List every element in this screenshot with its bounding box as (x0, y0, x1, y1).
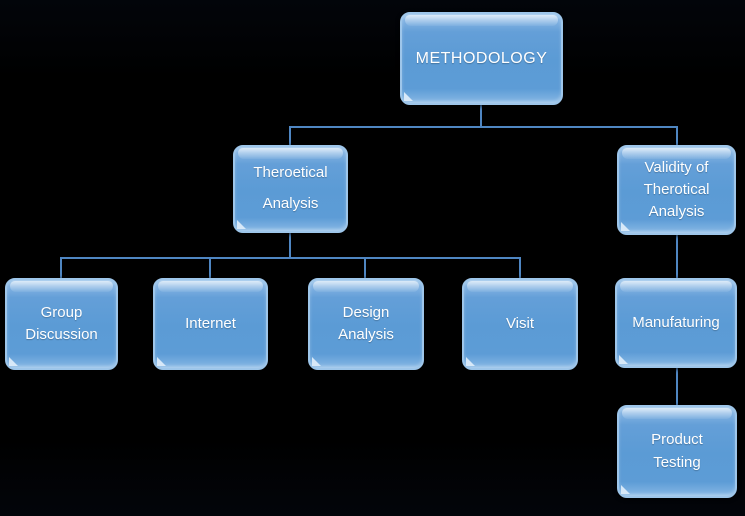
connector-methodology-stem (480, 104, 482, 128)
node-methodology-label: METHODOLOGY (415, 49, 548, 67)
node-validity-label: Validity of Therotical Analysis (643, 159, 710, 220)
connector-drop-visit (519, 257, 521, 280)
connector-drop-group-discussion (60, 257, 62, 280)
connector-level2-horizontal (289, 126, 678, 128)
connector-drop-design-analysis (364, 257, 366, 280)
node-internet-label: Internet (185, 314, 236, 332)
node-manufacturing: Manufaturing (615, 278, 737, 368)
node-product-testing: Product Testing (617, 405, 737, 498)
node-theoretical-analysis-label: Theroetical Analysis (253, 164, 328, 212)
connector-drop-validity (676, 126, 678, 147)
connector-manufacturing-product-testing (676, 367, 678, 407)
connector-level3-horizontal (60, 257, 521, 259)
connector-theoretical-stem (289, 233, 291, 259)
connector-validity-manufacturing (676, 234, 678, 280)
node-design-analysis-label: Design Analysis (338, 303, 394, 344)
node-manufacturing-label: Manufaturing (632, 313, 720, 331)
node-internet: Internet (153, 278, 268, 370)
connector-drop-internet (209, 257, 211, 280)
node-group-discussion: Group Discussion (5, 278, 118, 370)
node-visit-label: Visit (505, 314, 535, 332)
node-theoretical-analysis: Theroetical Analysis (233, 145, 348, 233)
node-validity-of-theoretical-analysis: Validity of Therotical Analysis (617, 145, 736, 235)
connector-drop-theoretical (289, 126, 291, 147)
node-design-analysis: Design Analysis (308, 278, 424, 370)
node-product-testing-label: Product Testing (651, 431, 703, 471)
node-group-discussion-label: Group Discussion (25, 303, 98, 344)
node-visit: Visit (462, 278, 578, 370)
node-methodology: METHODOLOGY (400, 12, 563, 105)
